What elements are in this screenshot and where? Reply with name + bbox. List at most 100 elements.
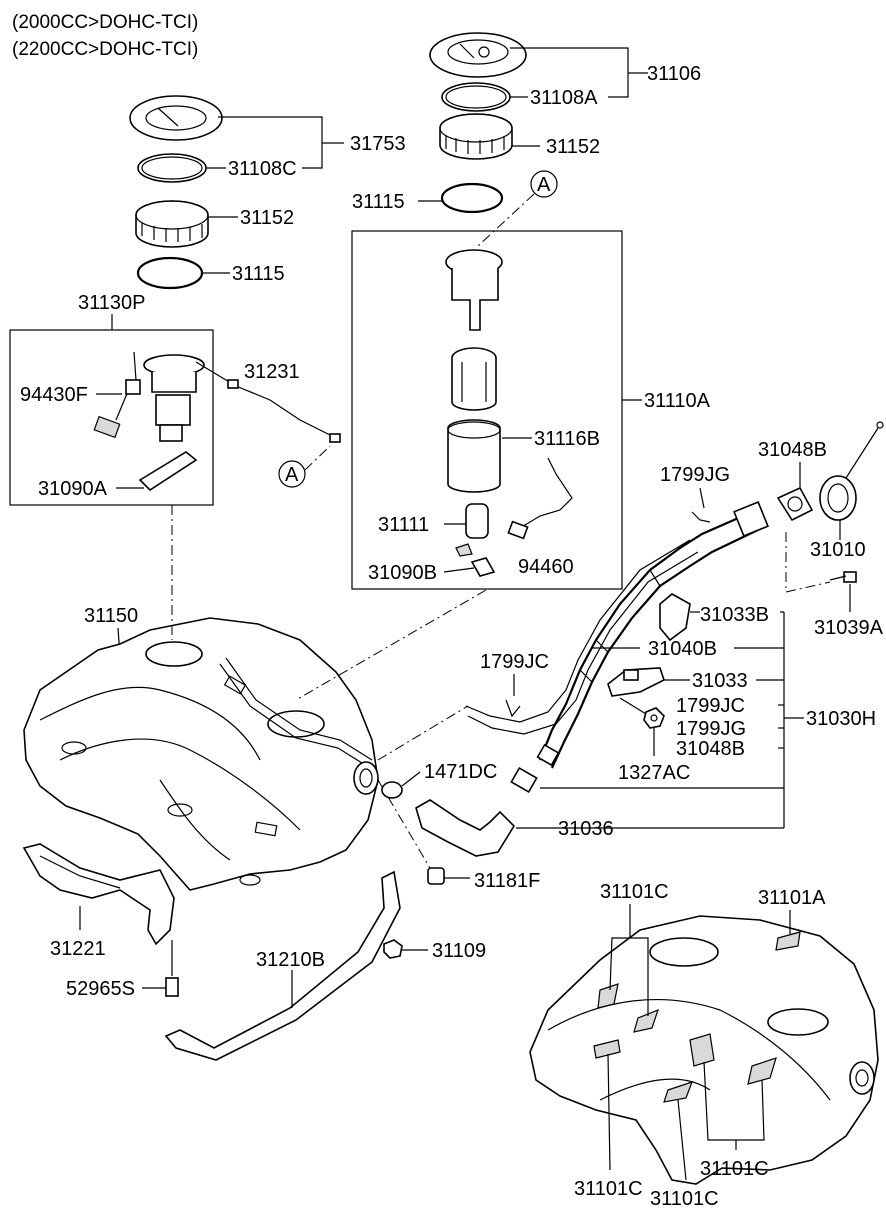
label-31152-top: 31152 [546,136,600,158]
label-31101C-top: 31101C [600,881,669,903]
leader-31090B [443,567,475,573]
engine-spec-line-1: (2000CC>DOHC-TCI) [12,12,198,33]
label-1471DC: 1471DC [424,761,497,783]
label-31030H: 31030H [806,708,876,730]
pad-group [593,931,801,1103]
pad-5 [689,1033,715,1067]
leader-1799JG-top [699,487,705,509]
pad-2 [633,1008,659,1033]
nut-1327AC [643,707,665,729]
label-31111: 31111 [378,514,429,536]
pump-reservoir [447,419,501,493]
dash-tank-to-vent [377,705,469,761]
pump-assembly-box-left [9,329,214,506]
label-31109: 31109 [432,940,486,962]
fuel-tank-main [23,617,379,891]
label-31231: 31231 [244,361,300,383]
label-31033: 31033 [692,670,748,692]
fuel-level-sender [507,457,573,540]
lock-ring-left [135,200,209,248]
heat-shield-31221 [22,843,175,946]
nut-31109 [383,939,403,959]
vent-valve-31033B [659,593,691,642]
pad-3 [775,931,801,951]
leader-31101C-bottom [677,1099,687,1181]
label-31048B-top: 31048B [758,439,827,461]
label-31152-left: 31152 [240,207,294,229]
callout-A-left: A [278,460,306,488]
fuel-pump-assembly-left [93,351,205,442]
pump-assembly-box-center [351,230,623,590]
pump-flange-center [445,249,503,331]
label-31036: 31036 [558,818,614,840]
label-31150: 31150 [84,605,138,627]
pad-7 [663,1081,694,1103]
dash-tank-to-31181F [377,779,431,869]
tank-strap-31210B [164,870,401,1061]
label-31101C-bottom: 31101C [650,1188,719,1210]
label-31116B: 31116B [534,428,600,450]
fuel-filter-canister [451,347,497,411]
label-31108C: 31108C [228,158,297,180]
label-31101A: 31101A [758,887,826,909]
label-31101C-bl: 31101C [574,1178,643,1200]
leader-31101C-bl [607,1053,611,1171]
label-1799JC-right: 1799JC [676,695,745,717]
label-31181F: 31181F [474,870,540,892]
callout-A-top: A [530,170,558,198]
hose-clamp-1471DC [381,781,403,799]
gasket-ring-left [137,153,207,183]
o-ring-left [136,256,204,290]
label-31753: 31753 [350,133,406,155]
pump-cover-plate-left [129,95,223,141]
label-31101C-br: 31101C [700,1158,769,1180]
drain-plug-31181F [427,867,445,885]
label-31010: 31010 [810,539,866,561]
leader-31101C-top-a [609,904,631,991]
dash-A-left [304,445,331,471]
fuel-sender-plate-left [138,451,198,492]
label-94430F: 94430F [20,384,88,406]
label-1799JG-top: 1799JG [660,464,730,486]
valve-31033 [607,667,665,697]
label-31033B: 31033B [700,604,769,626]
leader-nut-link [619,697,647,715]
fuel-pump-motor [444,503,489,539]
dash-A-top [477,193,535,247]
label-52965S: 52965S [66,978,135,1000]
label-31108A: 31108A [530,87,598,109]
label-1799JC-mid: 1799JC [480,651,549,673]
label-1327AC: 1327AC [618,762,690,784]
engine-spec-line-2: (2200CC>DOHC-TCI) [12,39,198,60]
leader-1471DC [401,771,421,787]
filler-neck-pipe [538,501,769,769]
filler-bolt [829,571,857,583]
pad-6 [747,1057,777,1085]
label-1799JG-right: 1799JG [676,718,746,740]
gasket-ring-top [441,82,511,112]
dash-bolt-2 [785,581,831,593]
pad-4 [593,1039,621,1059]
label-94460: 94460 [518,556,574,578]
label-31210B: 31210B [256,949,325,971]
label-31115-left: 31115 [232,263,285,285]
tank-filler-inlet [353,761,379,795]
svg-text:A: A [537,174,551,196]
label-31040B: 31040B [648,638,717,660]
vent-hose [465,539,699,735]
bolt-52965S [165,940,179,997]
label-31130P: 31130P [78,292,145,314]
pump-cover-plate-top [429,32,527,78]
clip-1799JG [691,511,711,523]
filler-gasket [776,486,814,522]
label-31115-top: 31115 [352,191,405,213]
label-31106: 31106 [647,63,701,85]
label-31090A: 31090A [38,478,108,500]
wiring-harness-31231 [195,361,341,443]
filter-strainer [455,543,496,577]
fuel-cap [819,421,884,521]
dash-pump-center-to-tank [295,589,487,701]
leader-31101C-top-b [630,937,649,1016]
